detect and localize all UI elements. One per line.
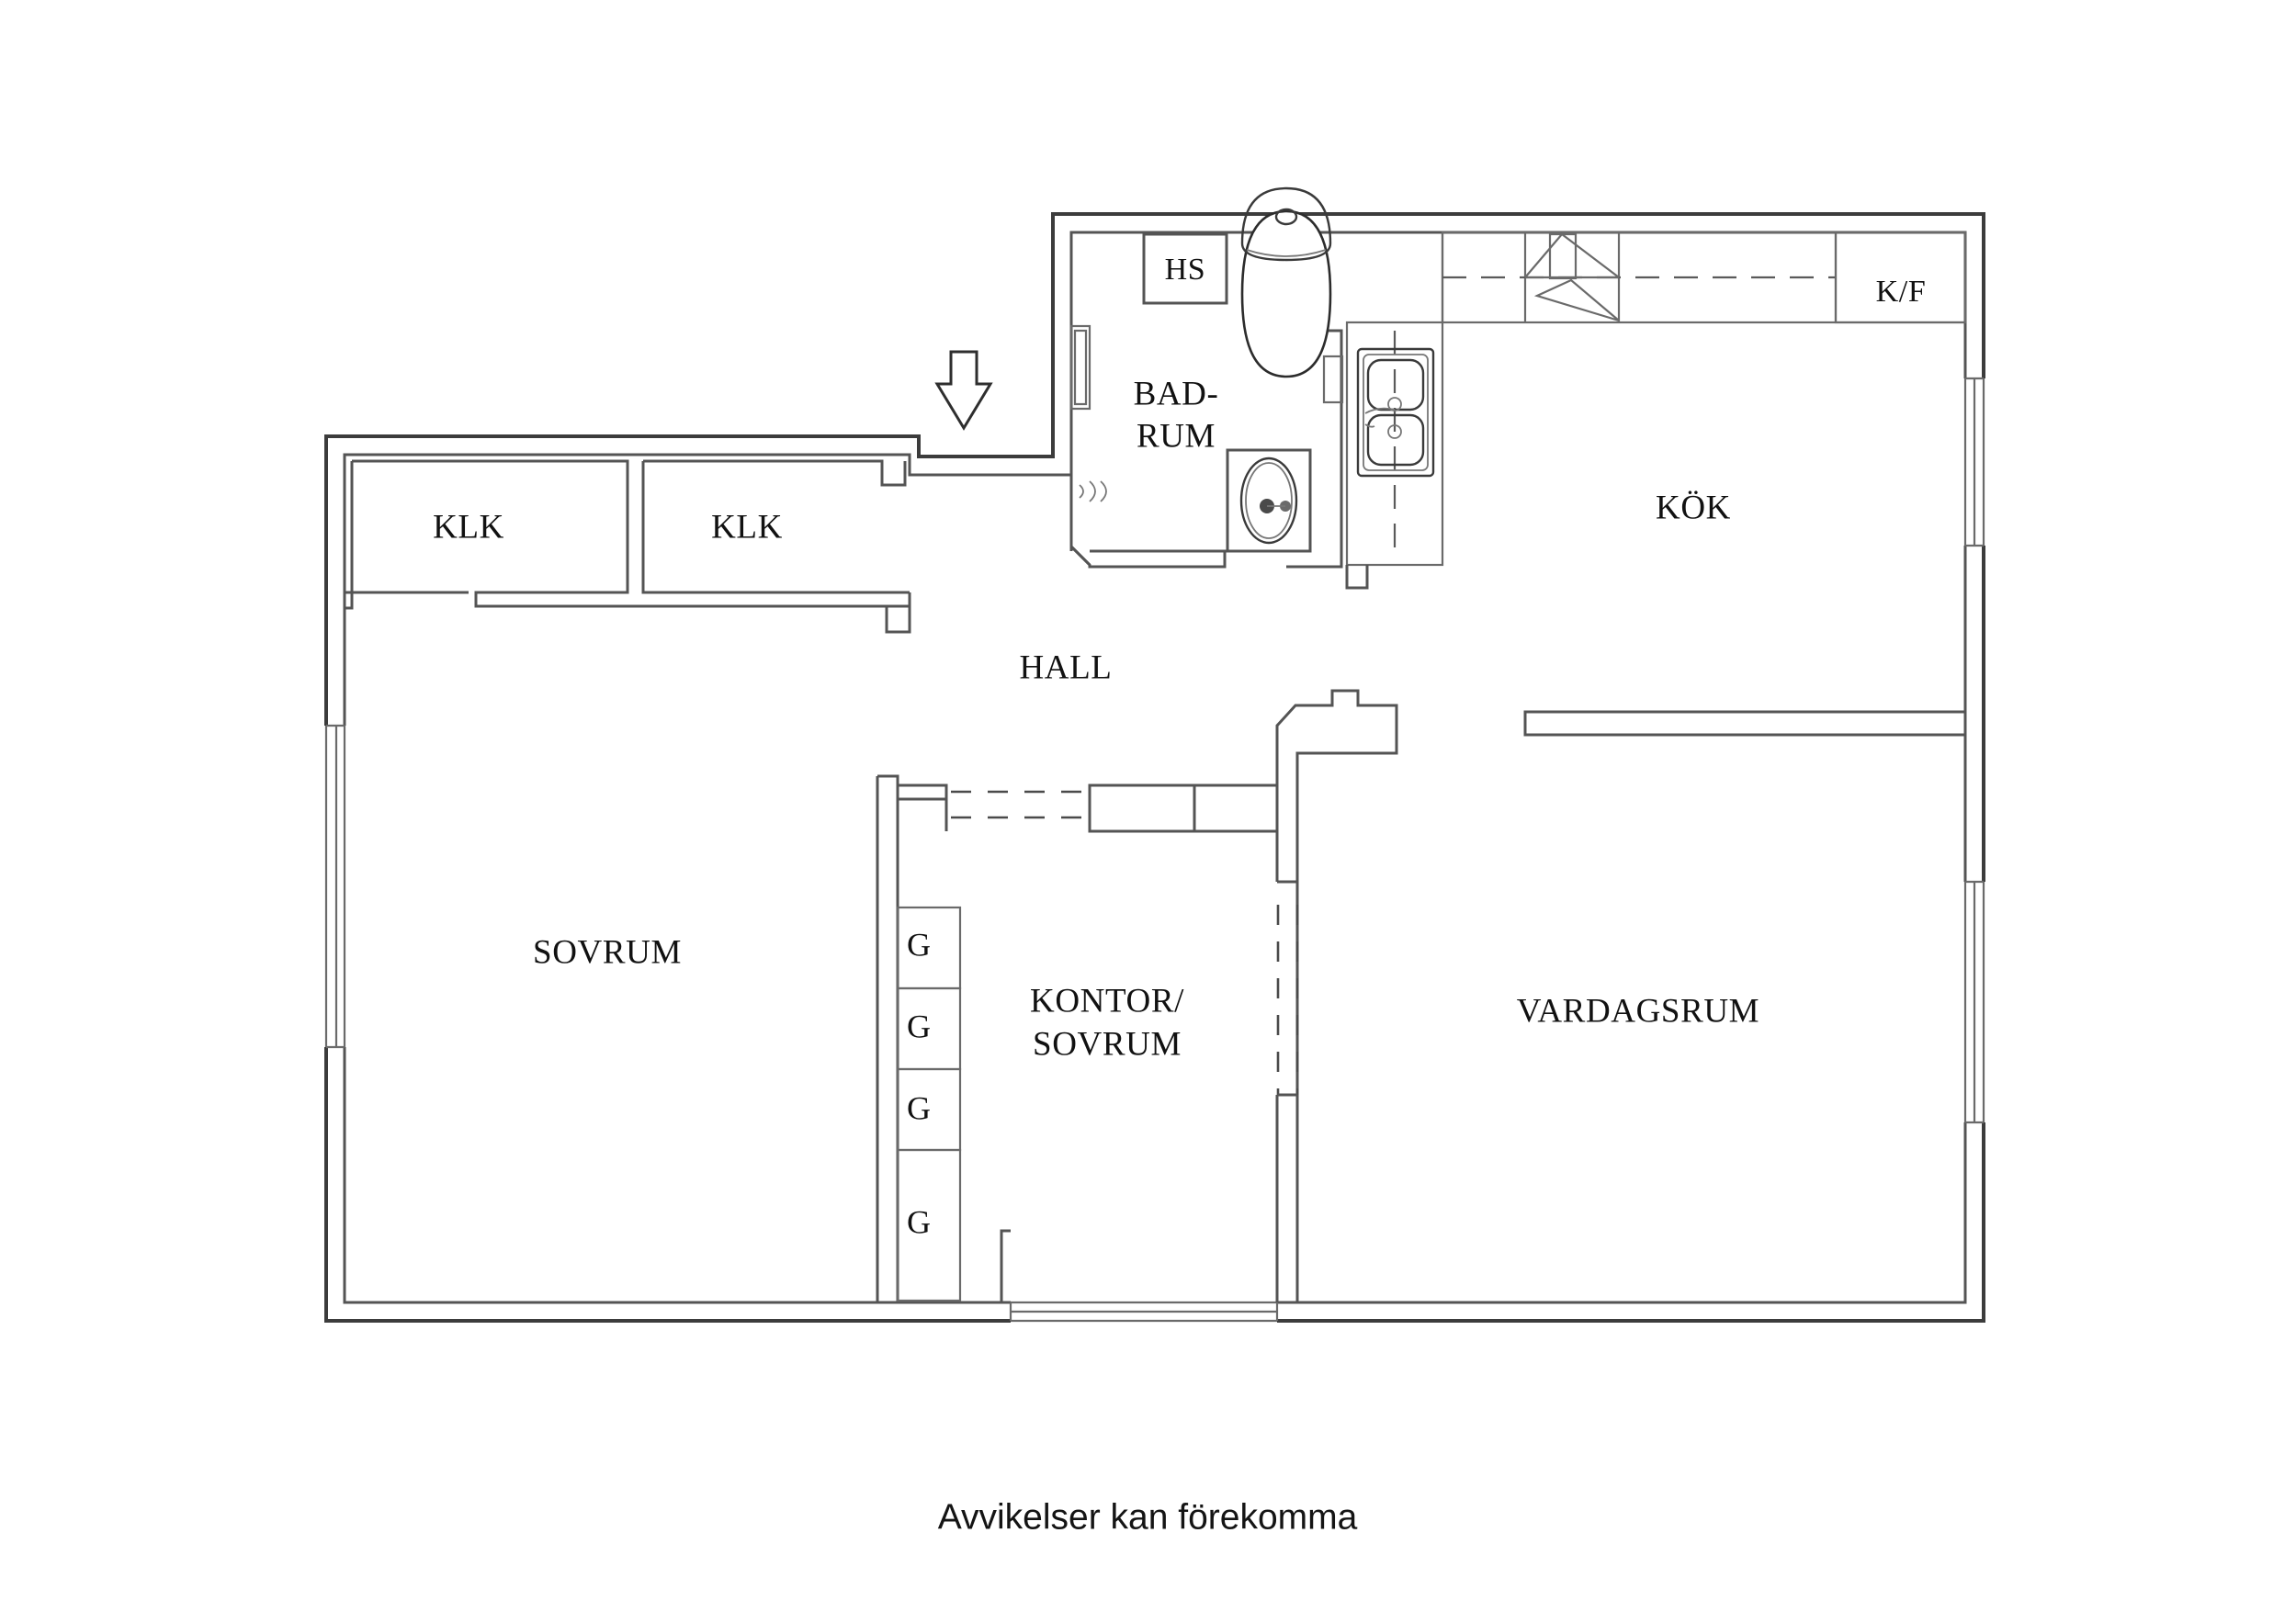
window-right-upper [1962, 377, 1986, 547]
window-right-lower [1962, 880, 1986, 1124]
disclaimer-footnote: Avvikelser kan förekomma [938, 1497, 1358, 1537]
window-bottom [1009, 1301, 1279, 1323]
label-badrum-line2: RUM [1137, 417, 1216, 455]
windows-group [322, 377, 1986, 1323]
annotation-labels: HS K/F [1165, 253, 1927, 309]
label-vardagsrum: VARDAGSRUM [1517, 992, 1759, 1030]
kontor-sovrum-walls [876, 689, 1398, 1302]
kitchen-counter-left [1345, 321, 1444, 567]
bathroom-door-swing [1079, 480, 1107, 502]
label-kok: KÖK [1656, 489, 1731, 526]
label-wardrobe-2: G [907, 1008, 931, 1044]
window-left [322, 724, 348, 1049]
label-kontor-line1: KONTOR/ [1030, 982, 1184, 1020]
label-klk-right: KLK [711, 508, 783, 546]
hs-cabinet [1142, 232, 1228, 305]
label-wardrobe-4: G [907, 1203, 931, 1240]
room-labels: BAD- RUM KÖK KLK KLK HALL SOVRUM KONTOR/… [433, 375, 1759, 1063]
vardagsrum-walls [1297, 698, 1967, 1304]
toilet-wc [1240, 186, 1332, 378]
label-kf: K/F [1876, 275, 1927, 309]
entrance-direction-arrow [934, 350, 993, 431]
label-kontor-line2: SOVRUM [1033, 1025, 1182, 1063]
label-klk-left: KLK [433, 508, 504, 546]
label-wardrobe-3: G [907, 1089, 931, 1126]
range-hood [1524, 232, 1620, 322]
wardrobe-labels: G G G G [907, 926, 931, 1240]
kitchen-group [1345, 231, 1967, 590]
klk-closets [345, 459, 911, 634]
wardrobe-column [896, 906, 962, 1302]
label-badrum-line1: BAD- [1134, 375, 1219, 412]
label-hs: HS [1165, 253, 1206, 287]
label-hall: HALL [1019, 648, 1112, 686]
label-sovrum: SOVRUM [533, 933, 682, 971]
bathroom-wall-niche [1069, 324, 1091, 411]
fridge-freezer-cabinet [1834, 231, 1967, 324]
double-kitchen-sink [1356, 347, 1435, 478]
wash-basin [1226, 448, 1312, 553]
label-wardrobe-1: G [907, 926, 931, 963]
outer-walls [324, 212, 1985, 1323]
